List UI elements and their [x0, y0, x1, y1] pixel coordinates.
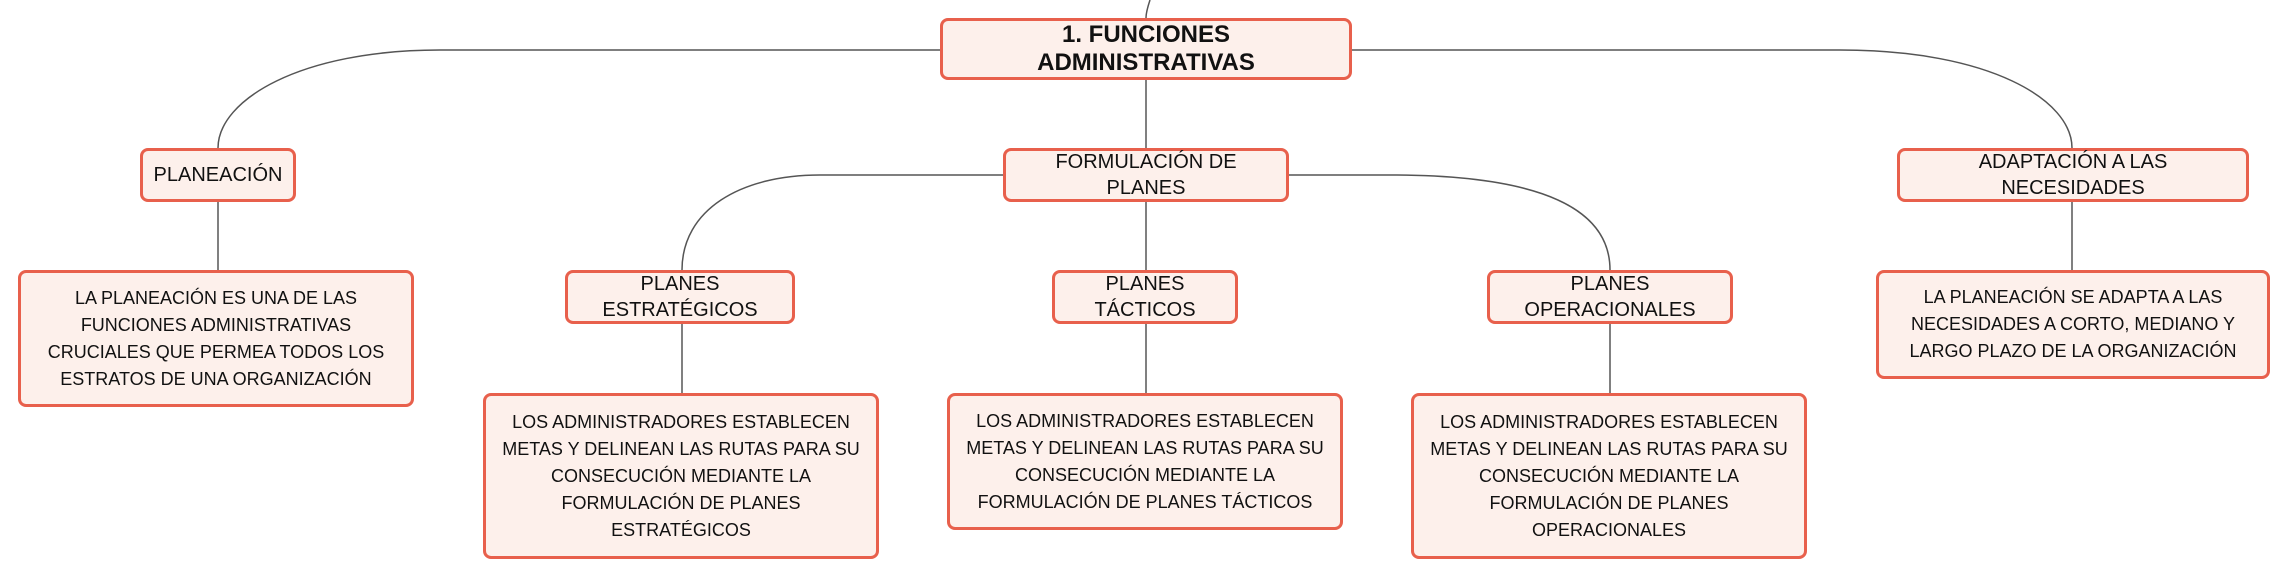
connector-root-to-adaptacion: [1352, 49, 2073, 149]
estrategicos-description-text: LOS ADMINISTRADORES ESTABLECEN METAS Y D…: [502, 411, 860, 540]
root-label: 1. FUNCIONES ADMINISTRATIVAS: [1037, 21, 1255, 76]
node-adaptacion-a-las-necesidades[interactable]: ADAPTACIÓN A LAS NECESIDADES: [1897, 148, 2249, 202]
node-planeacion[interactable]: PLANEACIÓN: [140, 148, 296, 202]
node-operacionales-description[interactable]: LOS ADMINISTRADORES ESTABLECEN METAS Y D…: [1411, 393, 1807, 559]
planeacion-description-text: LA PLANEACIÓN ES UNA DE LAS FUNCIONES AD…: [47, 287, 385, 389]
node-planes-estrategicos[interactable]: PLANES ESTRATÉGICOS: [565, 270, 795, 324]
operacionales-description-text: LOS ADMINISTRADORES ESTABLECEN METAS Y D…: [1430, 411, 1788, 540]
node-tacticos-label: PLANES TÁCTICOS: [1094, 273, 1196, 321]
connector-formulacion-to-operacionales: [1288, 174, 1611, 271]
node-estrategicos-description[interactable]: LOS ADMINISTRADORES ESTABLECEN METAS Y D…: [483, 393, 879, 559]
connector-parent-to-root: [1145, 0, 1151, 19]
node-planes-operacionales[interactable]: PLANES OPERACIONALES: [1487, 270, 1733, 324]
node-tacticos-description[interactable]: LOS ADMINISTRADORES ESTABLECEN METAS Y D…: [947, 393, 1343, 530]
root-node[interactable]: 1. FUNCIONES ADMINISTRATIVAS: [940, 18, 1352, 80]
connector-formulacion-to-estrategicos: [681, 174, 1003, 271]
node-adaptacion-label: ADAPTACIÓN A LAS NECESIDADES: [1978, 151, 2168, 199]
node-adaptacion-description[interactable]: LA PLANEACIÓN SE ADAPTA A LAS NECESIDADE…: [1876, 270, 2270, 379]
tacticos-description-text: LOS ADMINISTRADORES ESTABLECEN METAS Y D…: [966, 410, 1324, 512]
node-formulacion-label: FORMULACIÓN DE PLANES: [1055, 151, 1237, 199]
adaptacion-description-text: LA PLANEACIÓN SE ADAPTA A LAS NECESIDADE…: [1909, 287, 2237, 361]
node-estrategicos-label: PLANES ESTRATÉGICOS: [602, 273, 758, 321]
node-planeacion-description[interactable]: LA PLANEACIÓN ES UNA DE LAS FUNCIONES AD…: [18, 270, 414, 407]
connector-root-to-planeacion: [217, 49, 940, 149]
node-planeacion-label: PLANEACIÓN: [153, 164, 283, 186]
node-formulacion-de-planes[interactable]: FORMULACIÓN DE PLANES: [1003, 148, 1289, 202]
node-planes-tacticos[interactable]: PLANES TÁCTICOS: [1052, 270, 1238, 324]
node-operacionales-label: PLANES OPERACIONALES: [1524, 273, 1696, 321]
